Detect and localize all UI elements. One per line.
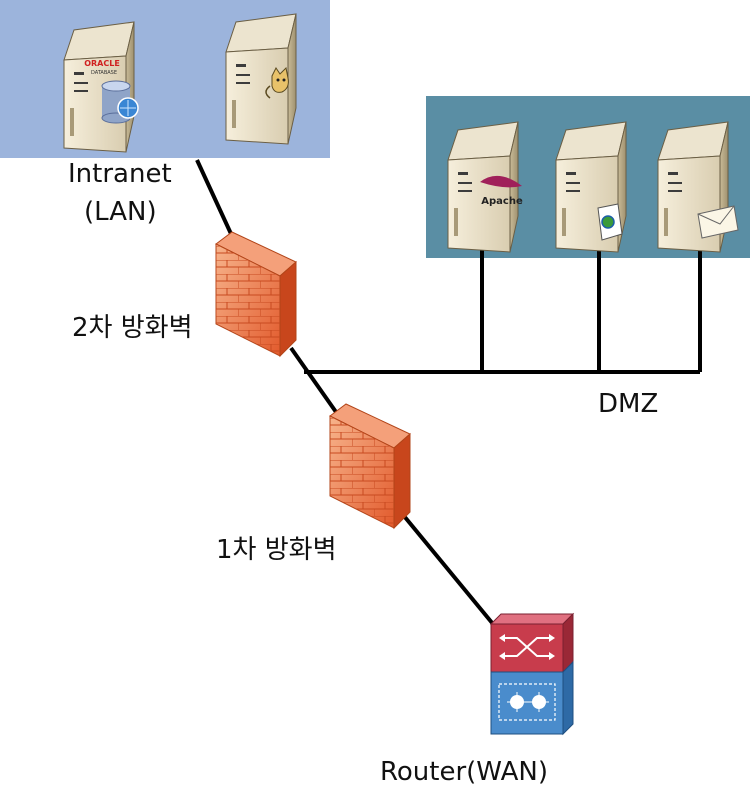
- inner-firewall-label: 2차 방화벽: [72, 313, 193, 343]
- firewall-icon: [329, 403, 411, 530]
- tomcat-cat-icon: [265, 66, 289, 99]
- lan-label: (LAN): [84, 197, 157, 227]
- mail-server-icon: [657, 121, 739, 253]
- dmz-label: DMZ: [598, 389, 659, 419]
- apache-logo-text: Apache: [481, 196, 523, 207]
- web-server-icon: [555, 121, 627, 253]
- network-links: [195, 159, 702, 626]
- tomcat-server-icon: [225, 13, 297, 145]
- apache-feather-icon: [480, 175, 522, 188]
- link-lan-to-inner-firewall: [195, 159, 234, 237]
- intranet-label: Intranet: [68, 159, 172, 189]
- link-outer-firewall-to-router: [402, 514, 495, 626]
- apache-server-icon: Apache: [447, 121, 523, 253]
- web-document-icon: [597, 203, 623, 241]
- oracle-logo-text: ORACLE: [84, 59, 120, 68]
- router-icon: [489, 612, 575, 736]
- oracle-database-text: DATABASE: [91, 70, 117, 76]
- link-inner-firewall-to-outer-firewall: [289, 346, 338, 414]
- database-cylinder-icon: [101, 80, 139, 124]
- router-label: Router(WAN): [380, 757, 548, 787]
- mail-envelope-icon: [697, 205, 739, 239]
- oracle-db-server-icon: ORACLE DATABASE: [63, 21, 139, 153]
- outer-firewall-label: 1차 방화벽: [216, 535, 337, 565]
- firewall-icon: [215, 231, 297, 358]
